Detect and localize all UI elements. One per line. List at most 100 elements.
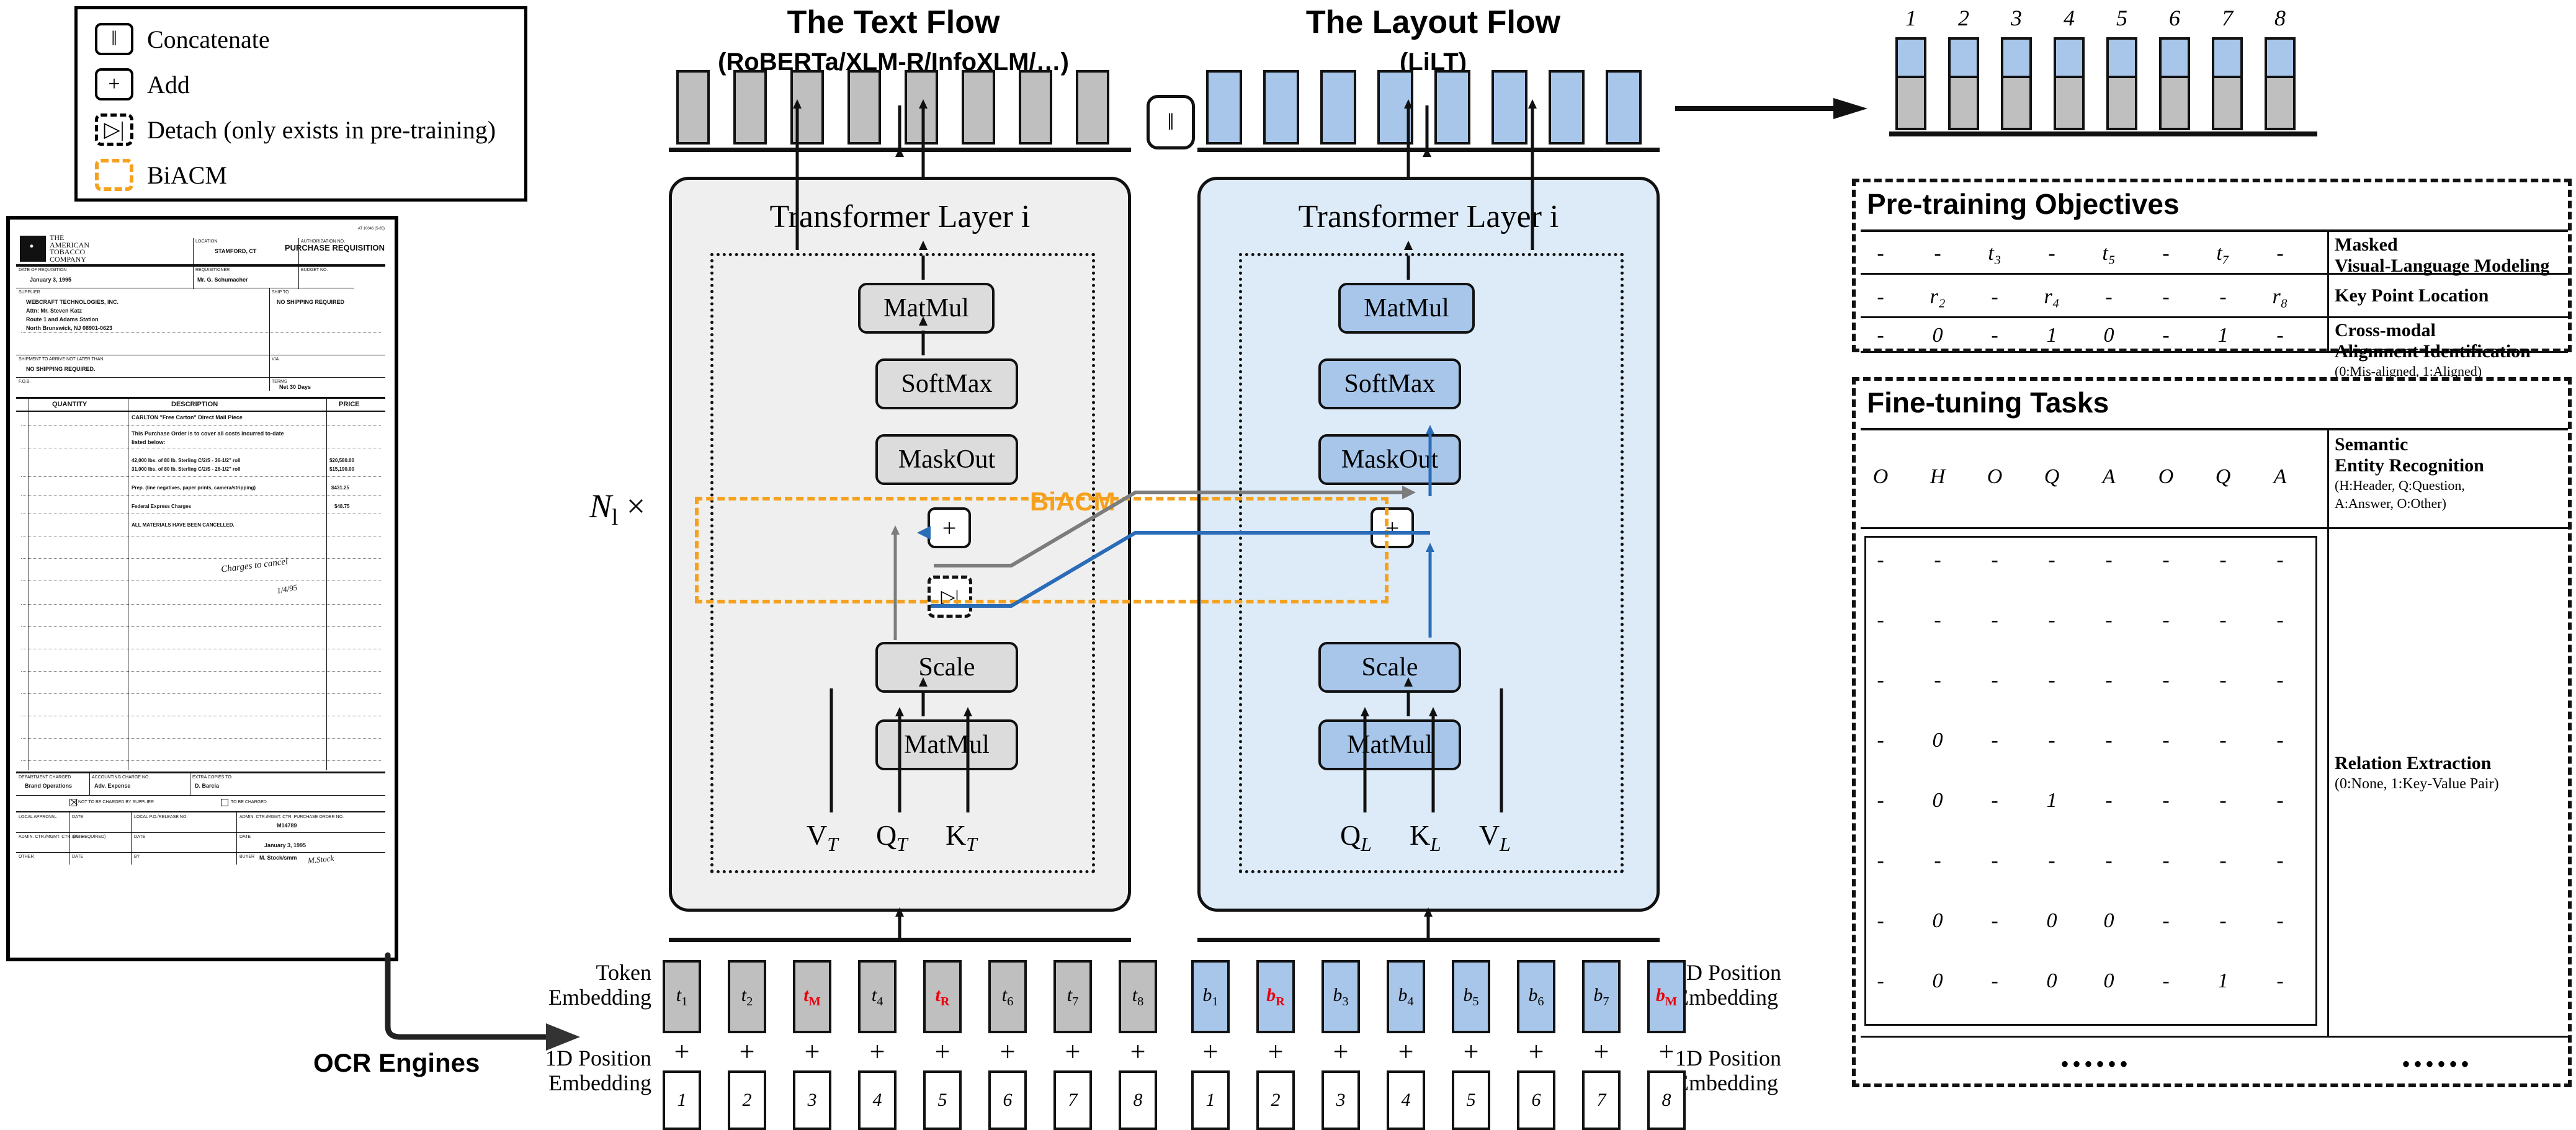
layout-position-cell: 1 bbox=[1191, 1070, 1230, 1130]
re-cell: - bbox=[1877, 608, 1884, 631]
pretraining-cell: - bbox=[2276, 242, 2284, 265]
re-cell: - bbox=[2162, 548, 2170, 571]
doc-field-key: SHIPMENT TO ARRIVE NOT LATER THAN bbox=[19, 357, 104, 362]
text-position-cell: 4 bbox=[858, 1070, 897, 1130]
layout-plus-sign: + bbox=[1463, 1036, 1479, 1067]
text-input-q: QT bbox=[876, 819, 908, 856]
legend-item-detach: ▷| Detach (only exists in pre-training) bbox=[95, 113, 496, 146]
doc-field-key: DATE bbox=[239, 835, 251, 839]
text-token-cell: tM bbox=[793, 960, 831, 1033]
re-cell: - bbox=[1877, 849, 1884, 872]
doc-field-key: VIA bbox=[272, 357, 279, 362]
layout-plus-sign: + bbox=[1398, 1036, 1414, 1067]
text-input-bus-line bbox=[669, 938, 1131, 942]
doc-line-item-desc: This Purchase Order is to cover all cost… bbox=[132, 430, 284, 437]
biacm-swatch-icon bbox=[95, 159, 133, 191]
re-cell: - bbox=[1877, 548, 1884, 571]
text-input-k: KT bbox=[946, 819, 977, 856]
re-cell: - bbox=[1934, 548, 1941, 571]
ellipsis-right: •••••• bbox=[2402, 1050, 2473, 1078]
repeat-times: × bbox=[626, 487, 646, 525]
text-plus-sign: + bbox=[1000, 1036, 1016, 1067]
text-position-cell: 7 bbox=[1053, 1070, 1092, 1130]
text-output-token bbox=[790, 70, 824, 145]
re-cell: 1 bbox=[2217, 969, 2229, 992]
doc-line-item-price: $20,580.00 bbox=[329, 458, 355, 463]
re-cell: - bbox=[2105, 548, 2113, 571]
output-index-label: 4 bbox=[2064, 6, 2075, 30]
re-cell: - bbox=[2219, 669, 2227, 692]
layout-layer-title: Transformer Layer i bbox=[1298, 199, 1559, 234]
doc-field-key: ADMIN. CTR./MGMT. CTR. PURCHASE ORDER NO… bbox=[239, 815, 344, 819]
doc-field-key: DATE OF REQUISITION bbox=[19, 268, 67, 272]
doc-line-item-desc: Prep. (line negatives, paper prints, cam… bbox=[132, 485, 256, 491]
text-position-cell: 5 bbox=[923, 1070, 962, 1130]
re-cell: - bbox=[2105, 789, 2113, 812]
output-bar-text-part bbox=[2003, 78, 2029, 128]
pretraining-cell: - bbox=[1991, 285, 1998, 308]
layout-token-cell: b1 bbox=[1191, 960, 1230, 1033]
doc-field-key: F.O.B. bbox=[19, 380, 31, 384]
text-transformer-panel: Transformer Layer i MatMul SoftMax MaskO… bbox=[669, 177, 1131, 912]
re-cell: - bbox=[1991, 608, 1998, 631]
layout-token-cell: bM bbox=[1647, 960, 1686, 1033]
layout-scale: Scale bbox=[1318, 642, 1461, 693]
text-position-cell: 1 bbox=[663, 1070, 701, 1130]
layout-input-v: VL bbox=[1479, 819, 1511, 856]
text-flow-bus-line bbox=[669, 148, 1131, 152]
re-cell: 0 bbox=[1932, 969, 1943, 992]
re-cell: - bbox=[1991, 729, 1998, 752]
output-bar-layout-part bbox=[2109, 40, 2135, 79]
re-cell: - bbox=[1991, 969, 1998, 992]
pretraining-title: Pre-training Objectives bbox=[1867, 188, 2180, 220]
doc-field-value: Brand Operations bbox=[25, 783, 73, 789]
doc-supplier-line: North Brunswick, NJ 08901-0623 bbox=[26, 325, 113, 331]
doc-line-item-desc: listed below: bbox=[132, 439, 166, 445]
doc-field-value: Adv. Expense bbox=[94, 783, 131, 789]
text-flow-subtitle: (RoBERTa/XLM-R/InfoXLM/…) bbox=[718, 48, 1069, 76]
pretraining-cell: 0 bbox=[1932, 324, 1943, 347]
repeat-sub: l bbox=[612, 504, 619, 530]
re-cell: - bbox=[1934, 849, 1941, 872]
re-cell: 0 bbox=[1932, 909, 1943, 932]
doc-field-key: TERMS bbox=[272, 380, 287, 384]
layout-flow-bus-line bbox=[1197, 148, 1660, 152]
checkbox-unchecked-icon bbox=[221, 799, 228, 806]
layout-plus-sign: + bbox=[1658, 1036, 1675, 1067]
output-bar bbox=[1948, 37, 1979, 130]
pretraining-cell: r₄ bbox=[2044, 285, 2060, 308]
output-bar-layout-part bbox=[1951, 40, 1977, 79]
finetuning-title: Fine-tuning Tasks bbox=[1867, 386, 2109, 419]
text-plus-sign: + bbox=[739, 1036, 755, 1067]
re-cell: - bbox=[2276, 969, 2284, 992]
layer-repeat-label: Nl × bbox=[589, 487, 645, 530]
doc-line-item-price: $48.75 bbox=[334, 504, 350, 509]
doc-field-value: January 3, 1995 bbox=[30, 277, 72, 283]
re-cell: - bbox=[2219, 548, 2227, 571]
doc-field-value: NO SHIPPING REQUIRED bbox=[277, 299, 345, 305]
doc-field-value: D. Barcia bbox=[195, 783, 220, 789]
layout-token-cell: b7 bbox=[1582, 960, 1621, 1033]
re-cell: - bbox=[2105, 849, 2113, 872]
pretraining-cell: t₇ bbox=[2216, 242, 2230, 265]
output-index-label: 6 bbox=[2169, 6, 2180, 30]
layout-position-cell: 3 bbox=[1322, 1070, 1360, 1130]
pretraining-cell: - bbox=[2219, 285, 2227, 308]
re-cell: - bbox=[2105, 608, 2113, 631]
layout-softmax: SoftMax bbox=[1318, 358, 1461, 409]
doc-footer-label: DATE bbox=[134, 835, 146, 839]
doc-corner-code: AT 10046 (5-85) bbox=[357, 227, 385, 231]
doc-field-key: AUTHORIZATION NO. bbox=[301, 239, 346, 244]
ser-cell: O bbox=[1872, 465, 1889, 488]
pretraining-cell: t₃ bbox=[1988, 242, 2001, 265]
layout-flow-title: The Layout Flow bbox=[1305, 4, 1561, 40]
doc-field-key: ACCOUNTING CHARGE NO. bbox=[92, 775, 150, 780]
re-cell: - bbox=[1991, 548, 1998, 571]
output-bar-text-part bbox=[2214, 78, 2240, 128]
pretraining-row-label: Masked Visual-Language Modeling bbox=[2335, 234, 2550, 276]
text-plus-sign: + bbox=[934, 1036, 950, 1067]
